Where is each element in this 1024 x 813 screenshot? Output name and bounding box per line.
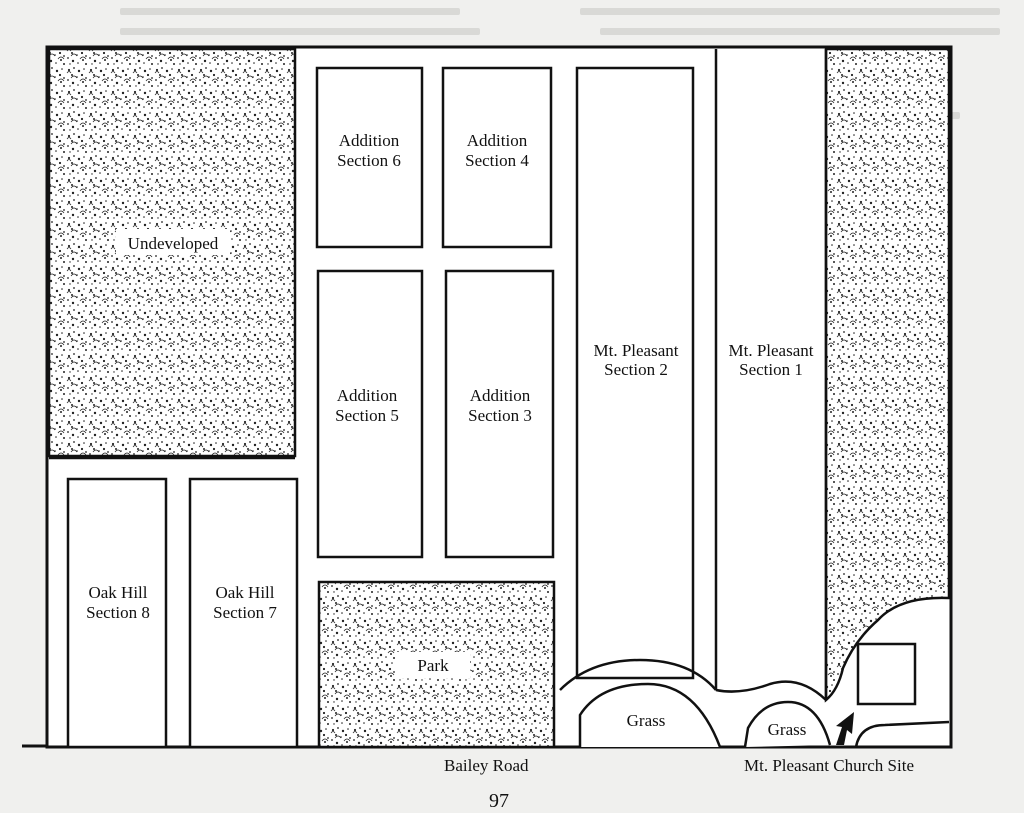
addition-3-label-line-2: Section 3 — [468, 406, 532, 425]
addition-4-label-line-2: Section 4 — [465, 151, 529, 170]
addition-section-4 — [441, 66, 553, 249]
bailey-road-label: Bailey Road — [444, 756, 529, 775]
bleed-through-line — [600, 28, 1000, 35]
oak-hill-7-label-line-1: Oak Hill — [215, 583, 274, 602]
grass-left-label: Grass — [627, 711, 666, 730]
addition-5-label-line-2: Section 5 — [335, 406, 399, 425]
bleed-through-line — [120, 8, 460, 15]
bleed-through-line — [580, 8, 1000, 15]
oak-hill-7-label-line-2: Section 7 — [213, 603, 277, 622]
undeveloped-label-bg — [116, 229, 230, 255]
addition-section-5 — [316, 269, 424, 559]
addition-5-label-line-1: Addition — [337, 386, 398, 405]
addition-6-label-line-1: Addition — [339, 131, 400, 150]
mt-pleasant-section-2 — [575, 66, 695, 680]
grass-left-island — [578, 682, 722, 748]
park-label: Park — [417, 656, 449, 675]
grass-right-island — [743, 700, 832, 748]
church-pointer-arrow — [836, 712, 854, 745]
church-site-label: Mt. Pleasant Church Site — [744, 756, 914, 775]
undeveloped-label: Undeveloped — [128, 234, 219, 253]
bleed-through-line — [120, 28, 480, 35]
addition-section-6 — [315, 66, 424, 249]
addition-section-3 — [444, 269, 555, 559]
section-1-label-bg — [718, 338, 824, 384]
road-curve-left — [559, 658, 717, 691]
mt-pleasant-2-label-line-1: Mt. Pleasant — [594, 341, 679, 360]
church-drive — [854, 720, 950, 748]
church-building — [856, 642, 917, 706]
road-curve-right — [715, 680, 827, 701]
addition-3-label-line-1: Addition — [470, 386, 531, 405]
addition-6-label-line-2: Section 6 — [337, 151, 401, 170]
grass-right-label: Grass — [768, 720, 807, 739]
mt-pleasant-1-label-line-1: Mt. Pleasant — [729, 341, 814, 360]
east-woods — [824, 47, 951, 703]
oak-hill-8-label-line-2: Section 8 — [86, 603, 150, 622]
addition-4-label-line-1: Addition — [467, 131, 528, 150]
park-label-bg — [396, 652, 470, 678]
mt-pleasant-1-label-line-2: Section 1 — [739, 360, 803, 379]
page-number: 97 — [489, 790, 509, 812]
oak-hill-8-label-line-1: Oak Hill — [88, 583, 147, 602]
oak-hill-section-8 — [66, 477, 168, 749]
oak-hill-section-7 — [188, 477, 299, 749]
mt-pleasant-2-label-line-2: Section 2 — [604, 360, 668, 379]
